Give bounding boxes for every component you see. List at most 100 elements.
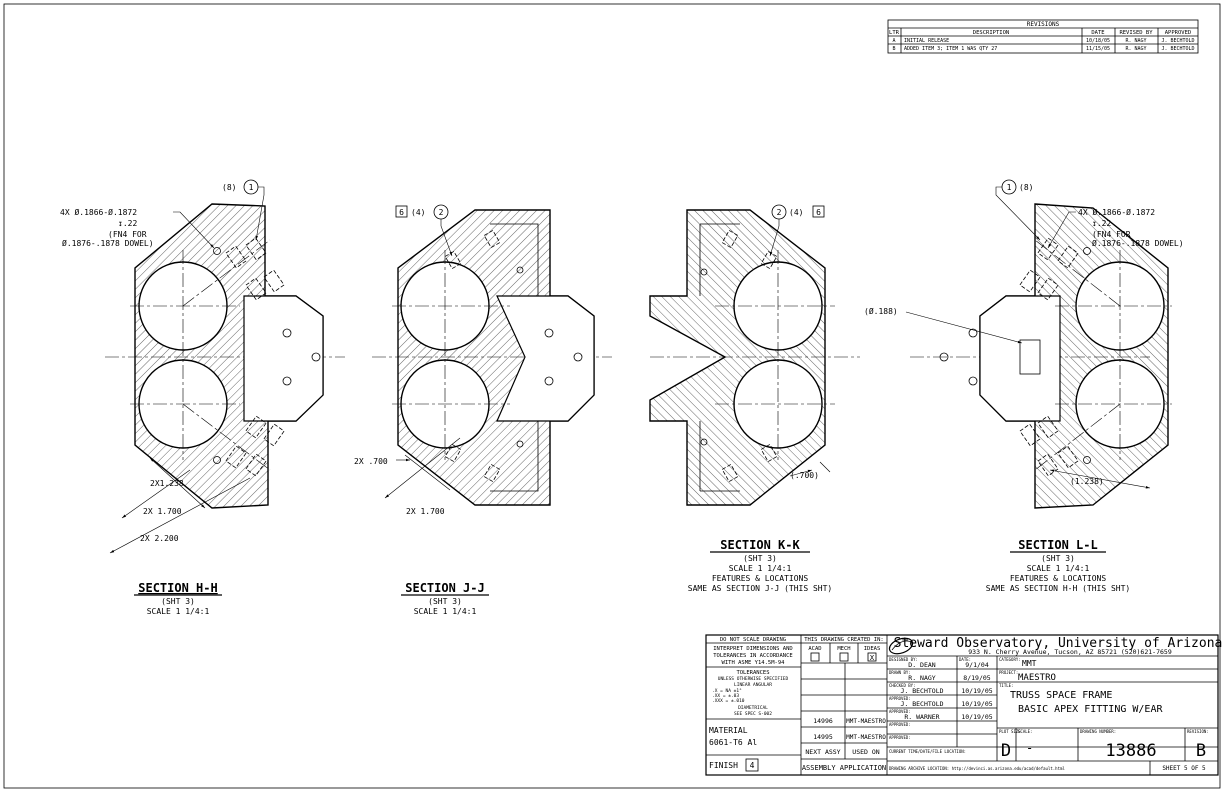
revisions-table: REVISIONS LTR DESCRIPTION DATE REVISED B… [887, 19, 1199, 54]
rev-b-revised: R. NAGY [1125, 46, 1146, 52]
tb-category: MMT [1022, 659, 1037, 668]
section-k-k-dim-1: (.700) [790, 471, 819, 480]
tb-approved-2-date: 10/19/05 [961, 713, 992, 721]
tb-checkbox-mech [839, 652, 849, 662]
tb-organization: Steward Observatory, University of Arizo… [894, 636, 1223, 651]
tb-tol-1: TOLERANCES [736, 670, 769, 676]
rev-a-desc: INITIAL RELEASE [904, 38, 949, 44]
tb-approved-label-2: APPROVED: [889, 709, 911, 714]
section-j-j-flag-note [395, 205, 408, 218]
tb-tol-5: .XX = ±.03 [712, 693, 739, 699]
section-k-k-balloon-number: 2 [777, 208, 782, 217]
tb-used-on-1: MMT-MAESTRO [846, 718, 886, 725]
tb-material-label: MATERIAL [709, 726, 748, 735]
tb-material-value: 6061-T6 Al [709, 738, 757, 747]
section-k-k-qty-callout: (4) [789, 208, 803, 217]
rev-b-date: 11/15/05 [1086, 46, 1110, 52]
tb-tol-3: LINEAR ANGULAR [734, 682, 772, 688]
rev-header-ltr: LTR [889, 30, 900, 36]
tb-finish-flag-number: 4 [750, 761, 755, 770]
section-l-l-dowel-holes-upper [1019, 237, 1091, 301]
section-h-h-dim-1: 2X1.238 [150, 479, 184, 488]
tb-project-label: PROJECT: [999, 670, 1018, 675]
section-j-j-balloon-number: 2 [439, 208, 444, 217]
tb-scale-label: SCALE: [1018, 729, 1032, 734]
rev-b-approved: J. BECHTOLD [1161, 46, 1194, 52]
section-k-k-flag-note [812, 205, 825, 218]
section-h-h-dim-2: 2X 1.700 [143, 507, 182, 516]
tb-cad-acad: ACAD [808, 646, 821, 652]
tb-title-label: TITLE: [999, 683, 1013, 688]
rev-header-revised-by: REVISED BY [1119, 30, 1153, 36]
section-h-h-note-2: SCALE 1 1/4:1 [147, 607, 210, 616]
section-k-k-title: SECTION K-K [720, 538, 800, 552]
tb-checked-by: J. BECHTOLD [900, 687, 943, 695]
section-l-l-title: SECTION L-L [1018, 538, 1097, 552]
tb-checked-date: 10/19/05 [961, 687, 992, 695]
tb-drawn-by-label: DRAWN BY: [889, 670, 911, 675]
section-l-l-view: 1 (8) 4X Ø.1866-Ø.1872 ↧.22 (FN4 FOR Ø.1… [864, 179, 1184, 593]
tb-tol-7: DIAMETRICAL [738, 705, 768, 711]
tb-revision-label: REVISION: [1187, 729, 1209, 734]
tb-tol-6: .XXX = ±.010 [712, 698, 745, 704]
tb-drawn-by: R. NAGY [908, 674, 935, 682]
tb-interpret-1: INTERPRET DIMENSIONS AND [713, 646, 792, 652]
section-l-l-note-1: (SHT 3) [1041, 554, 1075, 563]
tb-checkbox-ideas-mark: X [870, 654, 875, 662]
tb-title-line-2: BASIC APEX FITTING W/EAR [1018, 704, 1163, 715]
rev-a-approved: J. BECHTOLD [1161, 38, 1194, 44]
tb-revision: B [1196, 741, 1206, 761]
section-k-k-body [649, 209, 826, 506]
section-k-k-flag-number: 6 [816, 208, 821, 217]
tb-drawn-date: 8/19/05 [963, 674, 990, 682]
section-j-j-title: SECTION J-J [405, 581, 484, 595]
tb-designed-date: 9/1/04 [965, 661, 989, 669]
tb-drawing-number: 13886 [1105, 741, 1156, 761]
tb-assembly-application: ASSEMBLY APPLICATION [802, 764, 886, 772]
section-h-h-dowel-holes-upper [213, 237, 285, 301]
rev-b-ltr: B [892, 46, 895, 52]
section-l-l-dim-1: (Ø.188) [864, 306, 898, 316]
section-j-j-dim-1: 2X .700 [354, 457, 388, 466]
tb-created-in: THIS DRAWING CREATED IN: [804, 637, 883, 643]
section-l-l-qty-callout: (8) [1019, 183, 1033, 192]
tb-plot-size: D [1001, 741, 1011, 761]
tb-interpret-2: TOLERANCES IN ACCORDANCE [713, 653, 792, 659]
tb-approved-label-1: APPROVED: [889, 696, 911, 701]
section-h-h-dowel-holes-lower [213, 415, 285, 477]
section-h-h-hole-note-4: Ø.1876-.1878 DOWEL) [62, 238, 154, 248]
tb-next-assy-1: 14996 [813, 717, 833, 725]
tb-next-assy-2: 14995 [813, 733, 833, 741]
section-l-l-hole-note-3: (FN4 FOR [1092, 230, 1131, 239]
tb-drawing-number-label: DRAWING NUMBER: [1080, 729, 1116, 734]
rev-a-revised: R. NAGY [1125, 38, 1146, 44]
tb-tol-4: .X = NA ±1° [712, 688, 742, 694]
section-h-h-note-1: (SHT 3) [161, 597, 195, 606]
section-j-j-note-1: (SHT 3) [428, 597, 462, 606]
tb-finish-flag [745, 758, 759, 772]
tb-archive-location: DRAWING ARCHIVE LOCATION: http://devinci… [889, 766, 1065, 771]
tb-checkbox-ideas [867, 652, 877, 662]
tb-category-label: CATEGORY: [999, 657, 1021, 662]
tb-approved-1-date: 10/19/05 [961, 700, 992, 708]
section-k-k-view: 2 (4) 6 (.700) SECTION K-K (SHT 3) SCALE… [649, 204, 860, 593]
section-l-l-dim-2: (1.238) [1070, 477, 1104, 486]
rev-header-date: DATE [1091, 30, 1104, 36]
section-h-h-title: SECTION H-H [138, 581, 217, 595]
section-h-h-hole-note-3: (FN4 FOR [108, 230, 147, 239]
section-k-k-note-3: FEATURES & LOCATIONS [712, 574, 809, 583]
section-k-k-note-4: SAME AS SECTION J-J (THIS SHT) [688, 584, 833, 593]
tb-tol-2: UNLESS OTHERWISE SPECIFIED [718, 676, 789, 682]
section-l-l-hole-note-2: ↧.22 [1092, 219, 1111, 228]
tb-do-not-scale: DO NOT SCALE DRAWING [720, 637, 786, 643]
section-j-j-qty-callout: (4) [411, 208, 425, 217]
section-k-k-note-2: SCALE 1 1/4:1 [729, 564, 792, 573]
section-j-j-view: 6 (4) 2 2X .700 2X 1.700 SECTION J-J (SH… [354, 204, 612, 616]
tb-scale: - [1026, 741, 1033, 755]
section-l-l-hole-note-1: 4X Ø.1866-Ø.1872 [1078, 207, 1155, 217]
revisions-title: REVISIONS [1027, 21, 1060, 28]
tb-finish-label: FINISH [709, 761, 738, 770]
steward-observatory-logo [888, 637, 914, 655]
section-l-l-balloon-number: 1 [1007, 183, 1012, 192]
